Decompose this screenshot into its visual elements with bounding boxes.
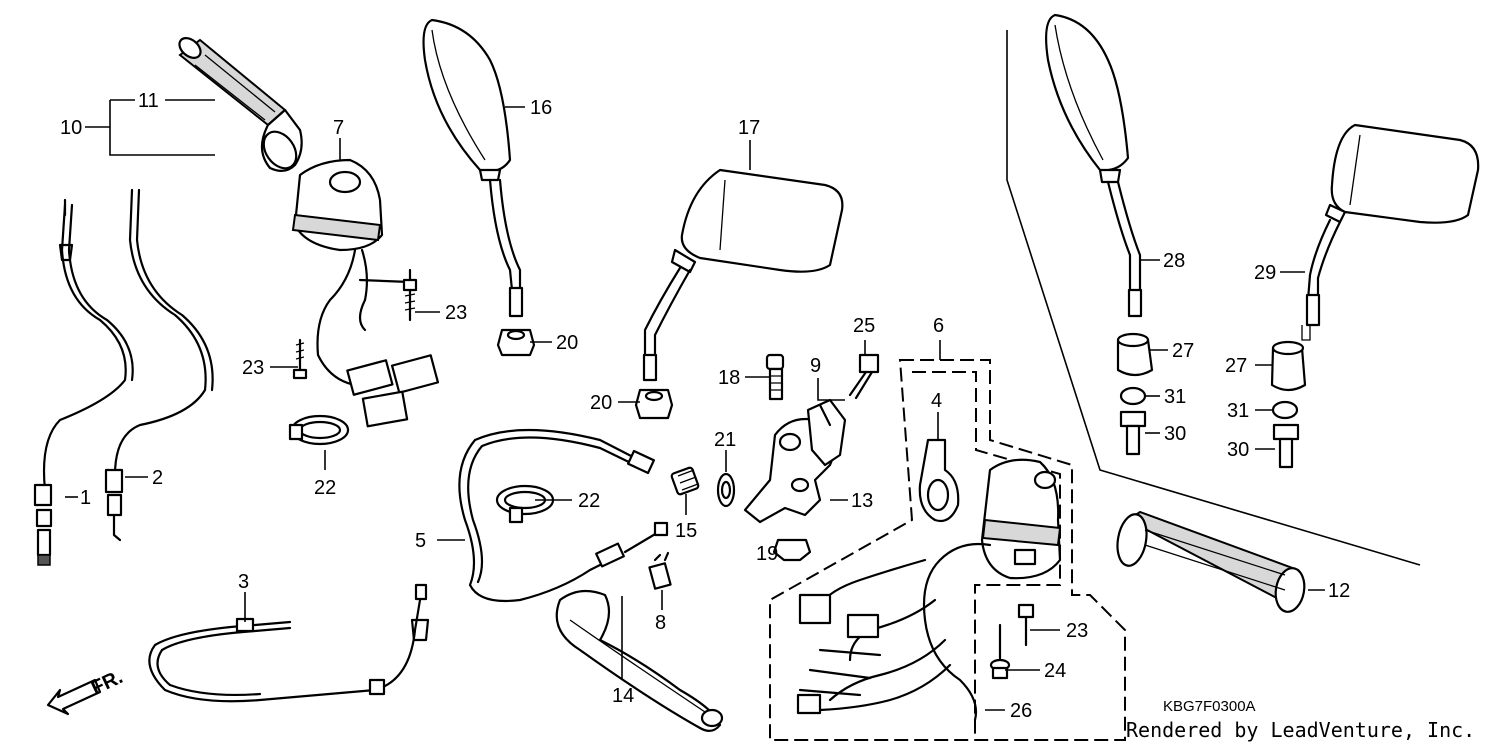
throttle-cable-b[interactable]: [104, 188, 214, 542]
label-20-b: 20: [590, 392, 612, 414]
left-mirror[interactable]: [422, 18, 524, 318]
screw-23-b[interactable]: [292, 338, 308, 380]
label-9: 9: [810, 355, 821, 377]
label-23-b: 23: [242, 357, 264, 379]
nut-31-a[interactable]: [1119, 386, 1147, 406]
label-29: 29: [1254, 262, 1276, 284]
bolt-30-a[interactable]: [1119, 410, 1147, 456]
label-31-a: 31: [1164, 386, 1186, 408]
throttle-pulley-4[interactable]: [918, 438, 960, 523]
right-switch-harness: [796, 542, 992, 722]
label-22-a: 22: [314, 477, 336, 499]
throttle-grip[interactable]: [176, 34, 303, 174]
label-13: 13: [851, 490, 873, 512]
left-handlebar-switch[interactable]: [291, 158, 440, 428]
callout-labels: 1 2 3 4 5 6 7 8 9 10 11 12 13 14 15 16 1…: [60, 90, 1350, 722]
label-1: 1: [80, 487, 91, 509]
label-2: 2: [152, 467, 163, 489]
label-21: 21: [714, 429, 736, 451]
label-23-a: 23: [445, 302, 467, 324]
label-5: 5: [415, 530, 426, 552]
label-10: 10: [60, 117, 82, 139]
weight-27-b[interactable]: [1270, 325, 1311, 392]
clutch-cable[interactable]: [458, 428, 669, 603]
screw-23-a[interactable]: [402, 278, 418, 322]
band-22-b[interactable]: [495, 484, 555, 524]
leader-lines: [65, 99, 1325, 711]
mirror-29[interactable]: [1305, 123, 1480, 327]
right-switch-outline: [769, 359, 1126, 741]
cap-19[interactable]: [772, 538, 812, 562]
label-31-b: 31: [1227, 400, 1249, 422]
label-3: 3: [238, 571, 249, 593]
nut-20-b[interactable]: [634, 388, 674, 420]
diagram-code: KBG7F0300A: [1163, 698, 1256, 715]
bushing-15[interactable]: [670, 466, 700, 496]
nut-20-a[interactable]: [496, 328, 536, 357]
screw-23-c[interactable]: [1017, 603, 1035, 647]
right-grip[interactable]: [1114, 510, 1308, 614]
label-19: 19: [756, 543, 778, 565]
label-14: 14: [612, 685, 634, 707]
front-direction-arrow: FR.: [46, 666, 126, 716]
credit-line: Rendered by LeadVenture, Inc.: [1126, 718, 1476, 742]
right-handlebar-switch[interactable]: [980, 458, 1062, 580]
label-30-a: 30: [1164, 423, 1186, 445]
label-15: 15: [675, 520, 697, 542]
clutch-lever[interactable]: [555, 589, 724, 732]
label-18: 18: [718, 367, 740, 389]
label-12: 12: [1328, 580, 1350, 602]
screw-24[interactable]: [989, 623, 1011, 680]
label-28: 28: [1163, 250, 1185, 272]
label-27-b: 27: [1225, 355, 1247, 377]
label-20-a: 20: [556, 332, 578, 354]
label-6: 6: [933, 315, 944, 337]
label-7: 7: [333, 117, 344, 139]
label-24: 24: [1044, 660, 1066, 682]
label-25: 25: [853, 315, 875, 337]
nut-31-b[interactable]: [1271, 400, 1299, 420]
label-8: 8: [655, 612, 666, 634]
mirror-28[interactable]: [1045, 13, 1143, 318]
bolt-30-b[interactable]: [1272, 423, 1300, 469]
band-22-a[interactable]: [288, 414, 350, 446]
weight-27-a[interactable]: [1116, 332, 1154, 377]
label-4: 4: [931, 390, 942, 412]
label-27-a: 27: [1172, 340, 1194, 362]
washer-21[interactable]: [716, 472, 736, 508]
bolt-25[interactable]: [848, 353, 880, 400]
bolt-18[interactable]: [765, 353, 785, 401]
label-17: 17: [738, 117, 760, 139]
label-26: 26: [1010, 700, 1032, 722]
clutch-switch[interactable]: [648, 551, 672, 590]
label-16: 16: [530, 97, 552, 119]
label-23-c: 23: [1066, 620, 1088, 642]
label-11: 11: [138, 90, 159, 112]
right-mirror[interactable]: [642, 168, 844, 382]
label-30-b: 30: [1227, 439, 1249, 461]
variant-divider: [1006, 30, 1421, 566]
label-22-b: 22: [578, 490, 600, 512]
choke-cable[interactable]: [148, 583, 430, 703]
throttle-cable-a[interactable]: [33, 198, 134, 566]
